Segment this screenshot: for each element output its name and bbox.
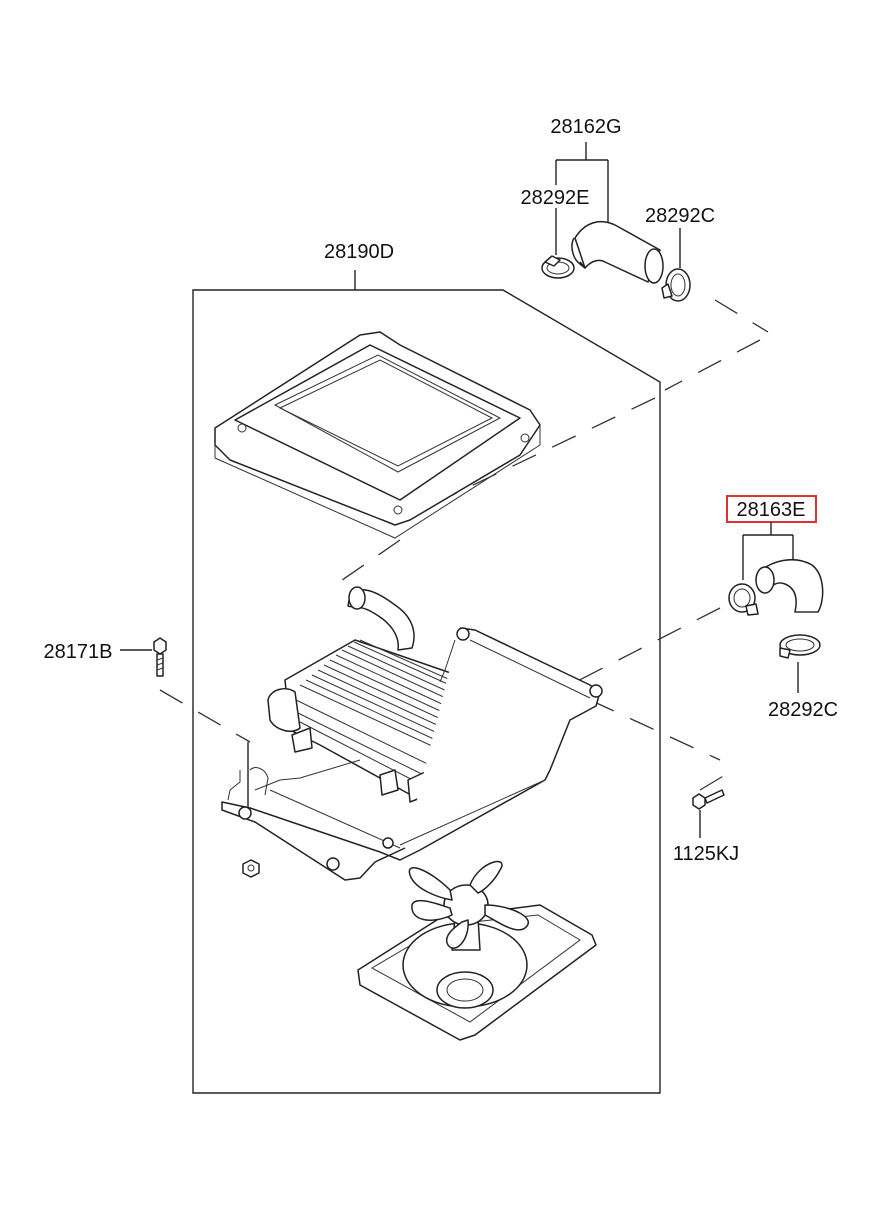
label-clamp-upper-left[interactable]: 28292E: [521, 187, 590, 209]
label-bolt-left[interactable]: 28171B: [44, 641, 113, 663]
clamp-upper-left-icon: [541, 255, 575, 279]
intercooler-cover: [214, 331, 541, 539]
label-hose-upper[interactable]: 28162G: [550, 116, 621, 138]
cooling-fan: [357, 860, 597, 1041]
clamp-side-upper-icon: [728, 583, 759, 616]
nut-icon: [242, 859, 260, 878]
label-intercooler-assy[interactable]: 28190D: [324, 241, 394, 263]
upper-hose-group: [541, 142, 691, 302]
label-hose-side[interactable]: 28163E: [737, 499, 806, 521]
assembly-frame: [192, 270, 661, 1094]
clamp-side-lower-icon: [779, 634, 821, 659]
bolt-right-icon: [692, 789, 725, 838]
clamp-upper-right-icon: [661, 268, 691, 302]
bolt-left-icon: [120, 637, 167, 677]
label-clamp-upper-right[interactable]: 28292C: [645, 205, 715, 227]
side-hose-group: [726, 495, 824, 693]
support-frame: [221, 627, 603, 881]
label-clamp-side[interactable]: 28292C: [768, 699, 838, 721]
label-bolt-right[interactable]: 1125KJ: [673, 843, 739, 865]
